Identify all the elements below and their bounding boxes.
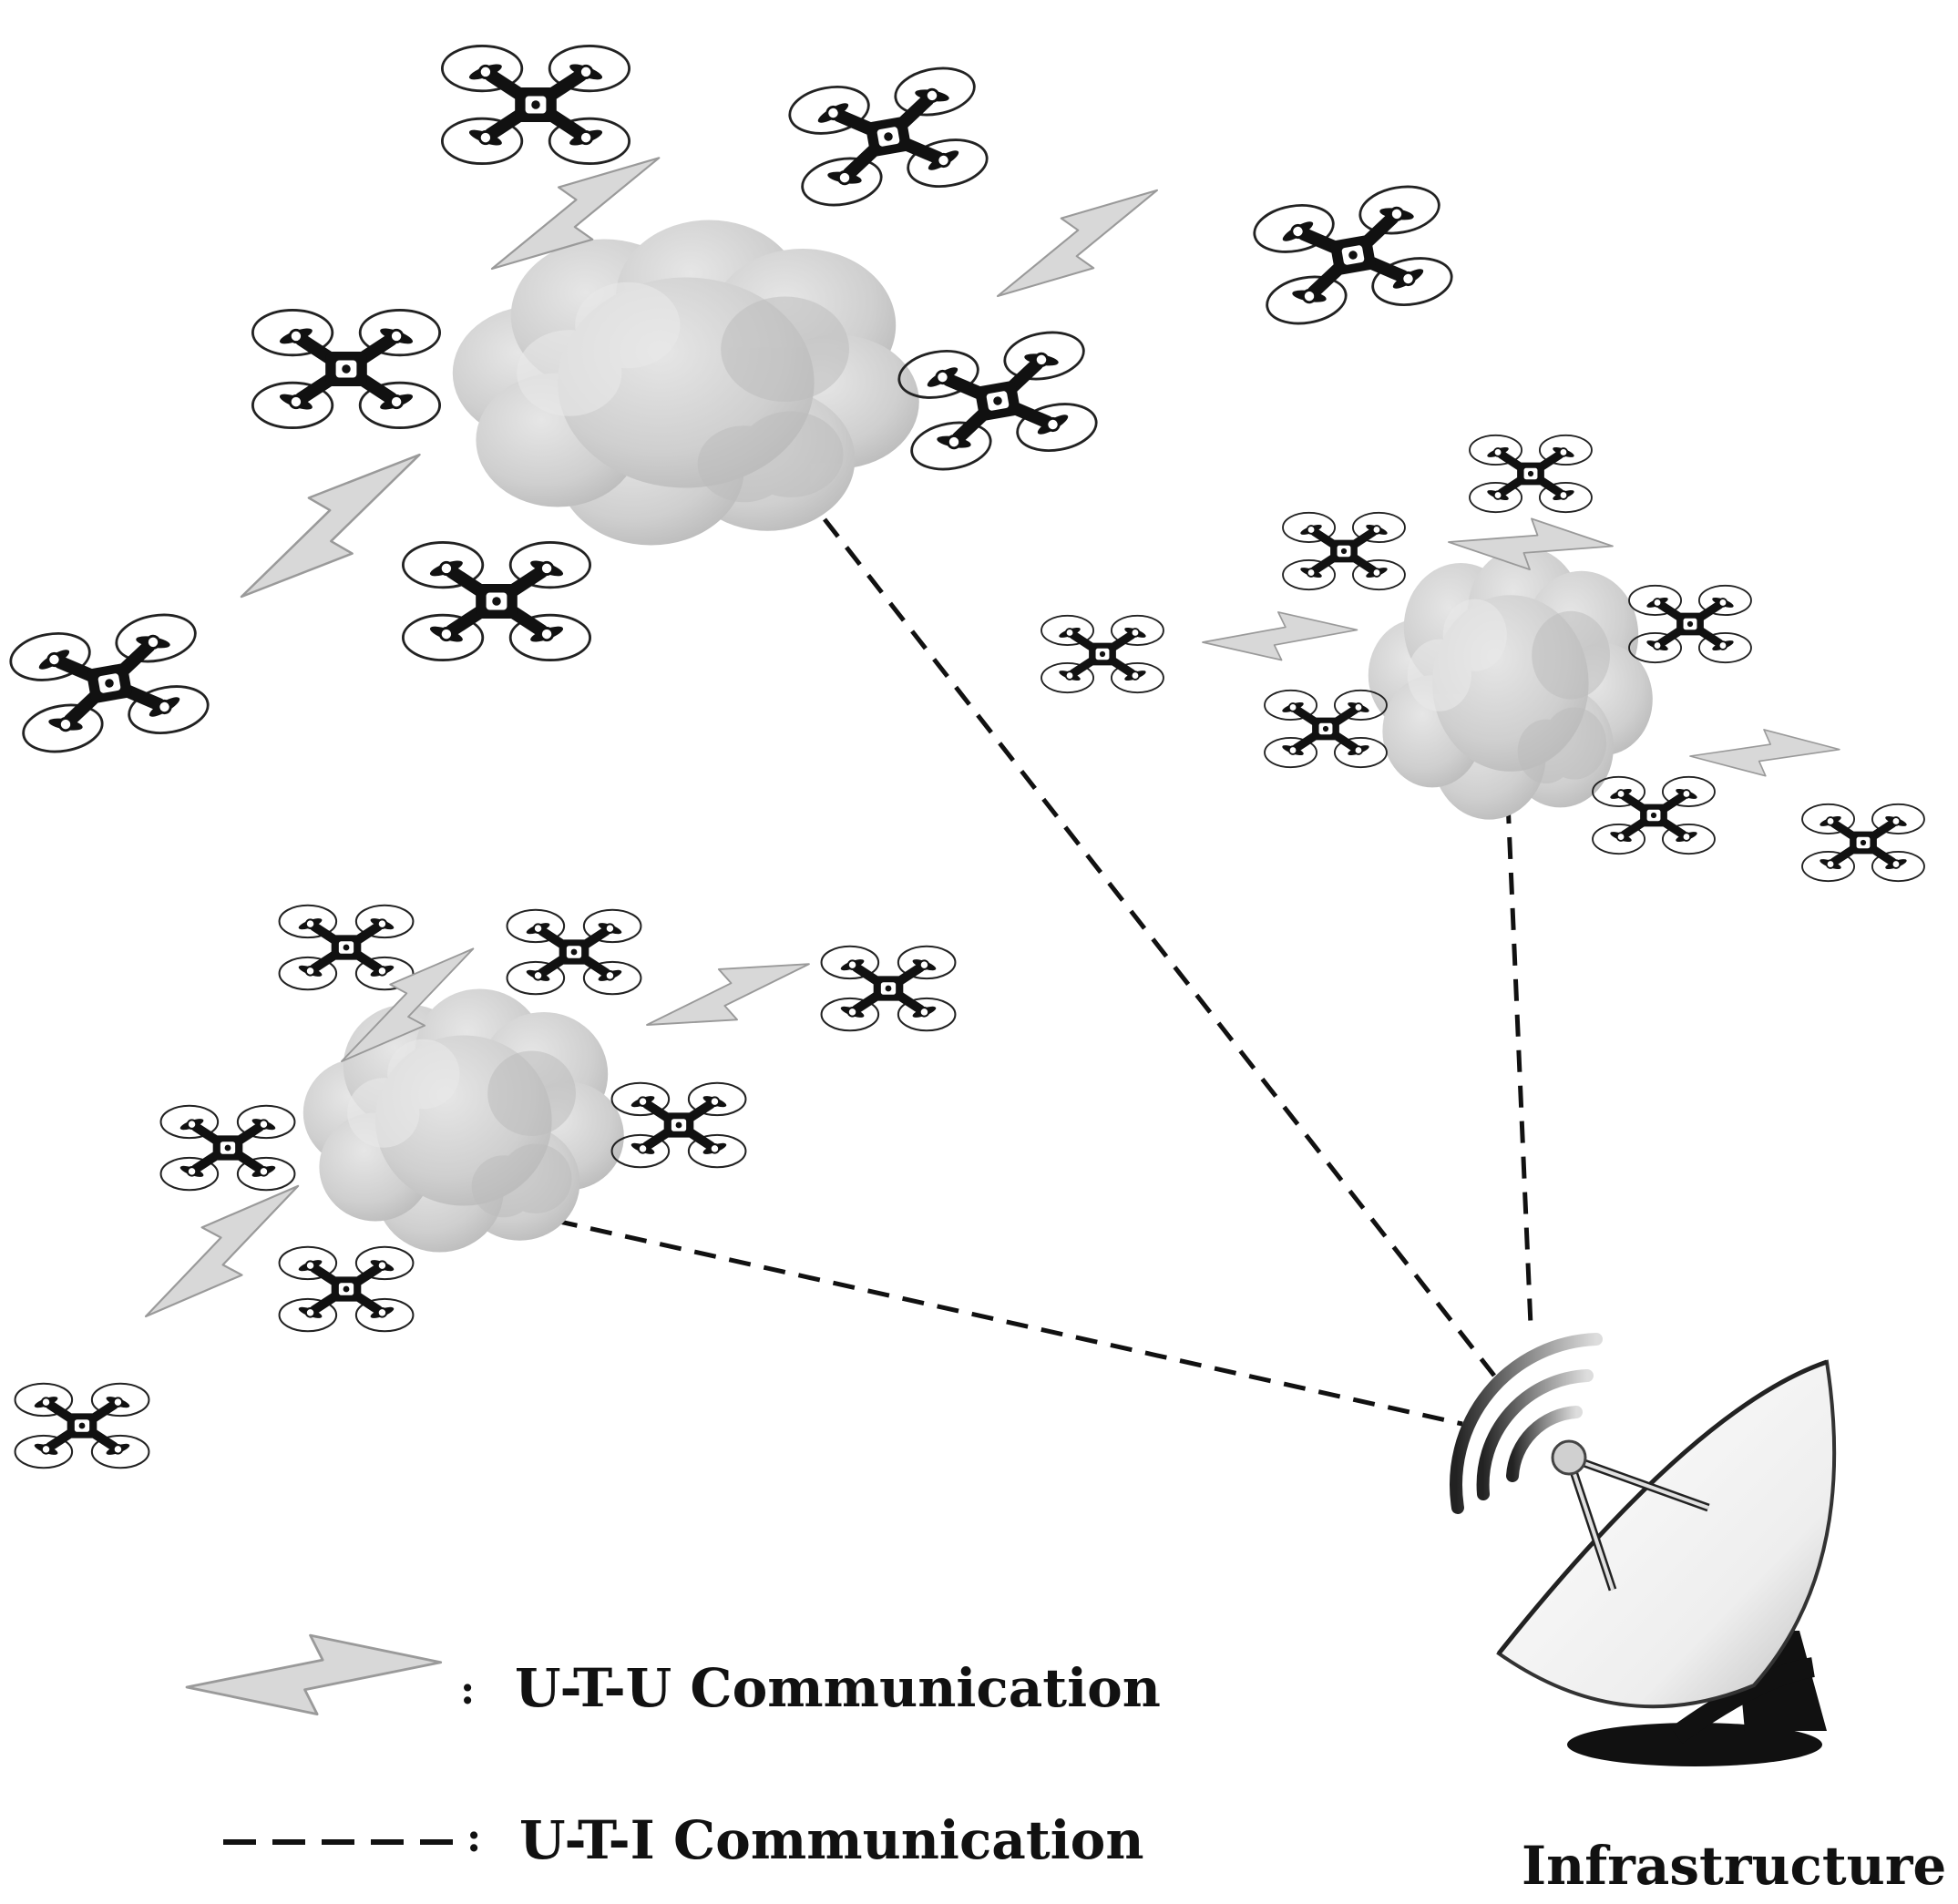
wireless-link-icon [1200, 606, 1360, 667]
quadcopter-drone-icon [280, 1247, 414, 1331]
quadcopter-drone-icon [15, 1384, 149, 1468]
quadcopter-drone-icon [507, 910, 641, 994]
legend-uti-separator: : [466, 1815, 481, 1861]
legend-utu-separator: : [460, 1667, 475, 1714]
infrastructure-label: Infrastructure [1522, 1835, 1946, 1897]
quadcopter-drone-icon [1283, 513, 1405, 589]
quadcopter-drone-icon [1802, 804, 1924, 881]
uti-link-cluster-2 [1505, 801, 1533, 1326]
quadcopter-drone-icon [403, 542, 589, 660]
legend: : U-T-U Communication : U-T-I Communicat… [181, 1622, 1161, 1871]
quadcopter-drone-icon [442, 46, 629, 163]
quadcopter-drone-icon [1251, 181, 1456, 330]
wireless-link-icon [218, 426, 444, 625]
satellite-dish-icon [1450, 1333, 1837, 1766]
uav-cluster-2 [1041, 435, 1924, 881]
wireless-link-icon [979, 165, 1175, 322]
uti-link-cluster-1 [823, 517, 1496, 1377]
quadcopter-drone-icon [612, 1083, 746, 1167]
uti-link-cluster-3 [555, 1218, 1463, 1427]
legend-utu-label: U-T-U Communication [515, 1657, 1161, 1719]
wireless-link-icon [1688, 726, 1841, 780]
quadcopter-drone-icon [252, 310, 439, 427]
legend-uti-label: U-T-I Communication [519, 1809, 1144, 1871]
quadcopter-drone-icon [7, 609, 212, 758]
quadcopter-drone-icon [1041, 616, 1164, 692]
cluster-cloud-icon [302, 988, 624, 1253]
quadcopter-drone-icon [1265, 691, 1387, 767]
cluster-cloud-icon [452, 220, 919, 546]
quadcopter-drone-icon [896, 327, 1101, 476]
quadcopter-drone-icon [1470, 435, 1592, 512]
legend-lightning-icon [181, 1622, 446, 1727]
quadcopter-drone-icon [1629, 586, 1751, 662]
quadcopter-drone-icon [1593, 777, 1715, 854]
quadcopter-drone-icon [161, 1106, 295, 1190]
quadcopter-drone-icon [280, 906, 414, 989]
uav-cluster-3 [15, 906, 956, 1468]
cluster-cloud-icon [1368, 547, 1653, 820]
wireless-link-icon [636, 938, 820, 1050]
quadcopter-drone-icon [822, 947, 956, 1030]
quadcopter-drone-icon [786, 63, 991, 211]
